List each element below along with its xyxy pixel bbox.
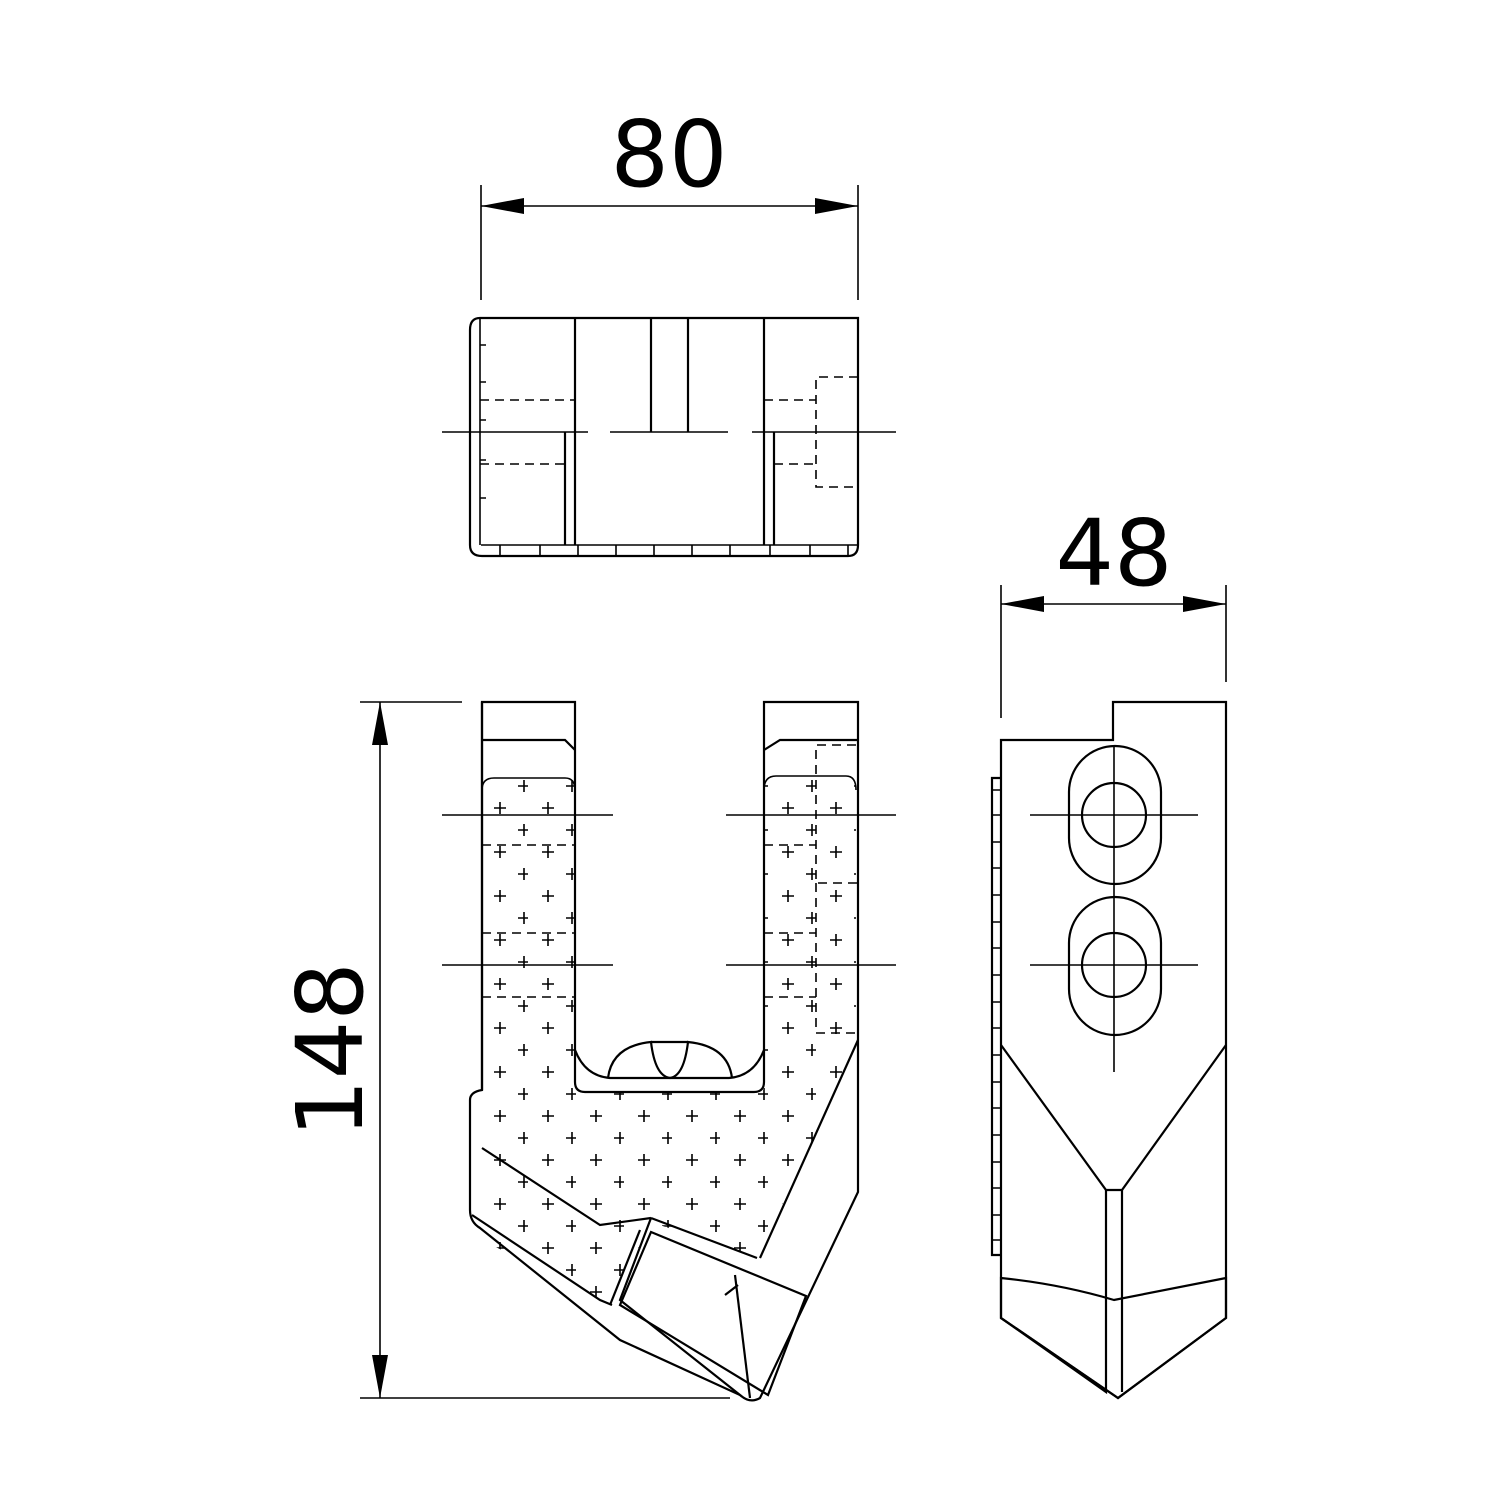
top-view-outline — [468, 316, 860, 558]
dimension-label-148: 148 — [277, 962, 384, 1138]
dimension-label-48: 48 — [1055, 500, 1172, 607]
arrowhead-up — [372, 702, 388, 745]
front-body-outline — [468, 700, 860, 1402]
front-centerlines — [442, 814, 896, 966]
side-ticks — [992, 789, 1002, 1241]
arrowhead-down — [372, 1355, 388, 1398]
arrowhead-left — [481, 198, 524, 214]
dimension-80: 80 — [480, 101, 859, 300]
arrowhead-right — [1183, 596, 1226, 612]
carbide-region — [482, 776, 856, 1305]
side-tip-hatch — [999, 1276, 1228, 1400]
side-centerlines — [1030, 745, 1198, 1072]
dimension-148: 148 — [277, 701, 730, 1399]
dimension-label-80: 80 — [610, 101, 727, 208]
arrowhead-left — [1001, 596, 1044, 612]
side-view: 48 — [990, 500, 1228, 1400]
top-view-ticks — [480, 344, 849, 555]
dimension-48: 48 — [1000, 500, 1227, 718]
front-tip-hatch — [618, 1230, 808, 1397]
bolt-slot-lower — [1067, 895, 1163, 1037]
u-notch — [573, 1049, 766, 1080]
arrowhead-right — [815, 198, 858, 214]
top-view: 80 — [442, 101, 896, 558]
front-view: 148 — [277, 700, 896, 1402]
